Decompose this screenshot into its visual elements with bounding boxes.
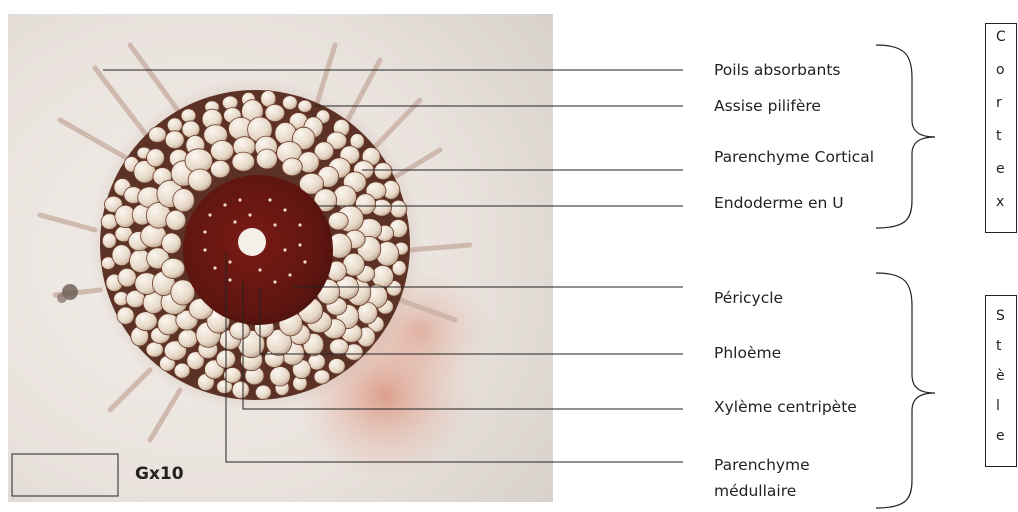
label-parenchyme-medullaire: Parenchyme médullaire xyxy=(714,452,884,504)
cortex-letter: r xyxy=(986,95,1016,111)
label-phloeme: Phloème xyxy=(714,344,781,362)
cortex-cell xyxy=(173,189,195,212)
xylem-dot xyxy=(228,260,231,263)
xylem-dot xyxy=(283,208,286,211)
cortex-cell xyxy=(372,265,394,287)
cortex-cell xyxy=(298,100,312,112)
cortex-letter: t xyxy=(986,128,1016,144)
label-parenchyme-cortical: Parenchyme Cortical xyxy=(714,148,874,166)
cortex-cell xyxy=(118,268,136,287)
xylem-dot xyxy=(203,230,206,233)
cortex-cell xyxy=(162,258,185,278)
stele-box: S t è l e xyxy=(985,295,1017,467)
cortex-cell xyxy=(147,149,165,167)
xylem-dot xyxy=(288,273,291,276)
label-endoderme: Endoderme en U xyxy=(714,194,844,212)
cortex-cell xyxy=(330,339,349,355)
cortex-cell xyxy=(112,245,131,266)
stele-letter: è xyxy=(986,368,1016,384)
cortex-cell xyxy=(390,200,407,218)
cortex-cell xyxy=(211,160,230,177)
stele-letter: S xyxy=(986,308,1016,324)
cortex-cell xyxy=(166,210,186,230)
central-cell xyxy=(238,228,266,256)
cortex-cell xyxy=(314,370,330,384)
cortex-cell xyxy=(255,385,271,399)
xylem-dot xyxy=(213,266,216,269)
xylem-dot xyxy=(233,220,236,223)
micrograph-photo xyxy=(8,14,553,502)
cortex-cell xyxy=(165,131,184,149)
cortex-cell xyxy=(135,312,157,331)
cortex-cell xyxy=(374,163,392,180)
cortex-cell xyxy=(117,307,134,324)
label-poils-absorbants: Poils absorbants xyxy=(714,61,840,79)
xylem-dot xyxy=(303,260,306,263)
cortex-letter: x xyxy=(986,194,1016,210)
xylem-dot xyxy=(298,223,301,226)
cortex-letter: e xyxy=(986,161,1016,177)
cortex-letter: C xyxy=(986,29,1016,45)
xylem-dot xyxy=(298,243,301,246)
cortex-cell xyxy=(270,367,291,387)
xylem-dot xyxy=(258,268,261,271)
stele-letter: t xyxy=(986,338,1016,354)
cortex-cell xyxy=(178,330,197,348)
brace-cortex xyxy=(876,45,935,228)
xylem-dot xyxy=(228,278,231,281)
cortex-cell xyxy=(149,127,167,143)
cortex-cell xyxy=(146,342,163,357)
cortex-cell xyxy=(232,381,249,398)
xylem-dot xyxy=(238,198,241,201)
stele-letter: l xyxy=(986,398,1016,414)
label-pericycle: Péricycle xyxy=(714,289,783,307)
cortex-cell xyxy=(265,104,285,121)
xylem-dot xyxy=(208,213,211,216)
xylem-dot xyxy=(223,203,226,206)
cortex-cell xyxy=(328,212,348,230)
xylem-dot xyxy=(268,198,271,201)
magnification-label: Gx10 xyxy=(135,464,184,484)
cortex-letter: o xyxy=(986,62,1016,78)
cortex-cell xyxy=(181,109,196,123)
xylem-dot xyxy=(283,248,286,251)
brace-stele xyxy=(876,273,935,508)
label-xyleme: Xylème centripète xyxy=(714,398,857,416)
cortex-cell xyxy=(328,359,345,374)
cortex-cell xyxy=(232,152,255,171)
xylem-dot xyxy=(248,213,251,216)
cortex-box: C o r t e x xyxy=(985,23,1017,233)
braces xyxy=(876,45,935,508)
xylem-dot xyxy=(273,223,276,226)
xylem-dot xyxy=(273,280,276,283)
xylem-dot xyxy=(203,248,206,251)
cortex-cell xyxy=(162,233,182,254)
cortex-cell xyxy=(282,158,302,176)
cortex-cell xyxy=(211,141,234,162)
cortex-cell xyxy=(230,322,250,340)
cortex-cell xyxy=(283,96,298,110)
cortex-cell xyxy=(167,118,182,133)
cortex-cell xyxy=(102,233,116,248)
label-assise-pilifere: Assise pilifère xyxy=(714,97,821,115)
stele-letter: e xyxy=(986,428,1016,444)
cortex-cell xyxy=(182,121,200,138)
cortex-cell xyxy=(188,169,212,191)
cortex-cell xyxy=(256,149,277,169)
